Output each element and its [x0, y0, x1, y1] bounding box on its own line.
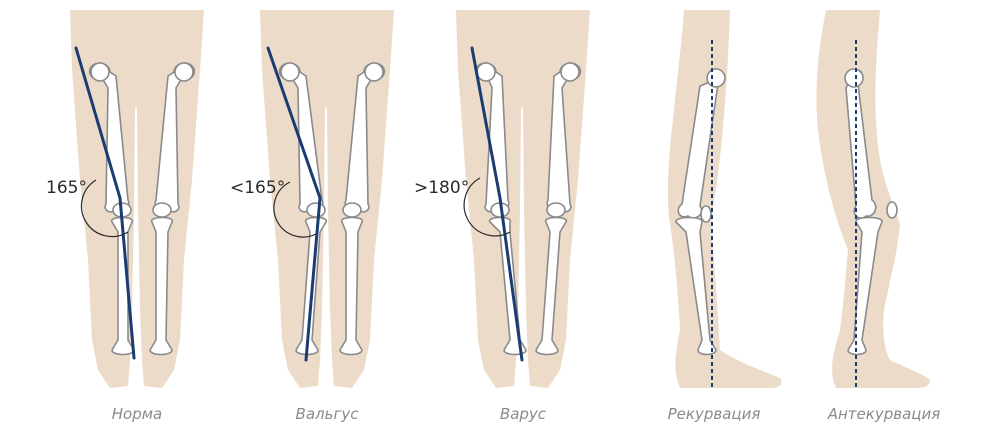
tibia — [675, 216, 717, 356]
caption-valgus: Вальгус — [296, 405, 360, 423]
angle-label: 165° — [46, 178, 87, 198]
caption-varus: Варус — [500, 405, 547, 423]
patella — [886, 201, 898, 219]
figure-valgus: <165° — [230, 10, 394, 388]
patella — [700, 205, 712, 223]
figure-varus: >180° — [414, 10, 590, 388]
right-patella — [546, 202, 566, 218]
figure-recurvatum — [667, 10, 782, 388]
left-patella — [306, 202, 326, 218]
right-femur — [154, 62, 196, 213]
angle-label: <165° — [230, 178, 285, 198]
angle-label: >180° — [414, 178, 469, 198]
figure-normal: 165° — [46, 10, 204, 388]
right-tibia — [149, 216, 173, 356]
mechanical-axis-line — [266, 46, 322, 362]
right-patella — [342, 202, 362, 218]
angle-arc — [80, 179, 129, 238]
right-femur — [546, 62, 582, 213]
angle-arc — [273, 181, 317, 238]
caption-normal: Норма — [112, 405, 163, 423]
left-femur — [88, 62, 130, 213]
right-tibia — [339, 216, 363, 356]
mechanical-axis-line — [74, 46, 136, 360]
right-tibia — [535, 216, 567, 356]
caption-recurvatum: Рекурвация — [668, 405, 761, 423]
right-patella — [152, 202, 172, 218]
caption-antecurvatum: Антекурвация — [827, 405, 941, 423]
right-femur — [344, 62, 386, 213]
leg-silhouette — [816, 10, 930, 388]
mechanical-axis-line — [470, 46, 524, 362]
angle-arc — [463, 177, 511, 237]
figure-antecurvatum — [816, 10, 930, 388]
